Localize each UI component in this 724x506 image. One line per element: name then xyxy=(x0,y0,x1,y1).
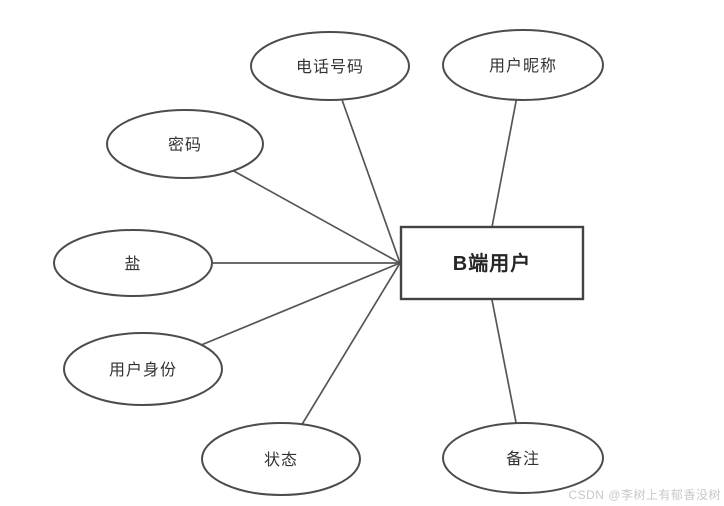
attribute-label-status: 状态 xyxy=(264,451,298,469)
entity-label: B端用户 xyxy=(453,251,531,275)
watermark-text: CSDN @李树上有郁香没树 xyxy=(568,488,721,502)
entity-node: B端用户 xyxy=(399,225,585,301)
attribute-label-identity: 用户身份 xyxy=(109,361,177,379)
attribute-label-phone: 电话号码 xyxy=(296,58,364,76)
attribute-ellipse-password xyxy=(106,109,264,179)
attribute-ellipse-remark xyxy=(442,422,604,494)
attribute-ellipse-salt xyxy=(53,229,213,297)
attribute-label-remark: 备注 xyxy=(506,450,540,468)
entity-rect xyxy=(399,225,585,301)
connector-lines xyxy=(133,64,524,460)
attribute-ellipse-identity xyxy=(63,332,223,406)
attribute-label-salt: 盐 xyxy=(124,255,141,273)
attribute-ellipse-status xyxy=(201,422,361,496)
attribute-label-password: 密码 xyxy=(168,136,202,154)
attribute-ellipse-phone xyxy=(250,31,410,101)
attribute-label-nickname: 用户昵称 xyxy=(489,57,557,75)
attribute-ellipse-nickname xyxy=(442,29,604,101)
